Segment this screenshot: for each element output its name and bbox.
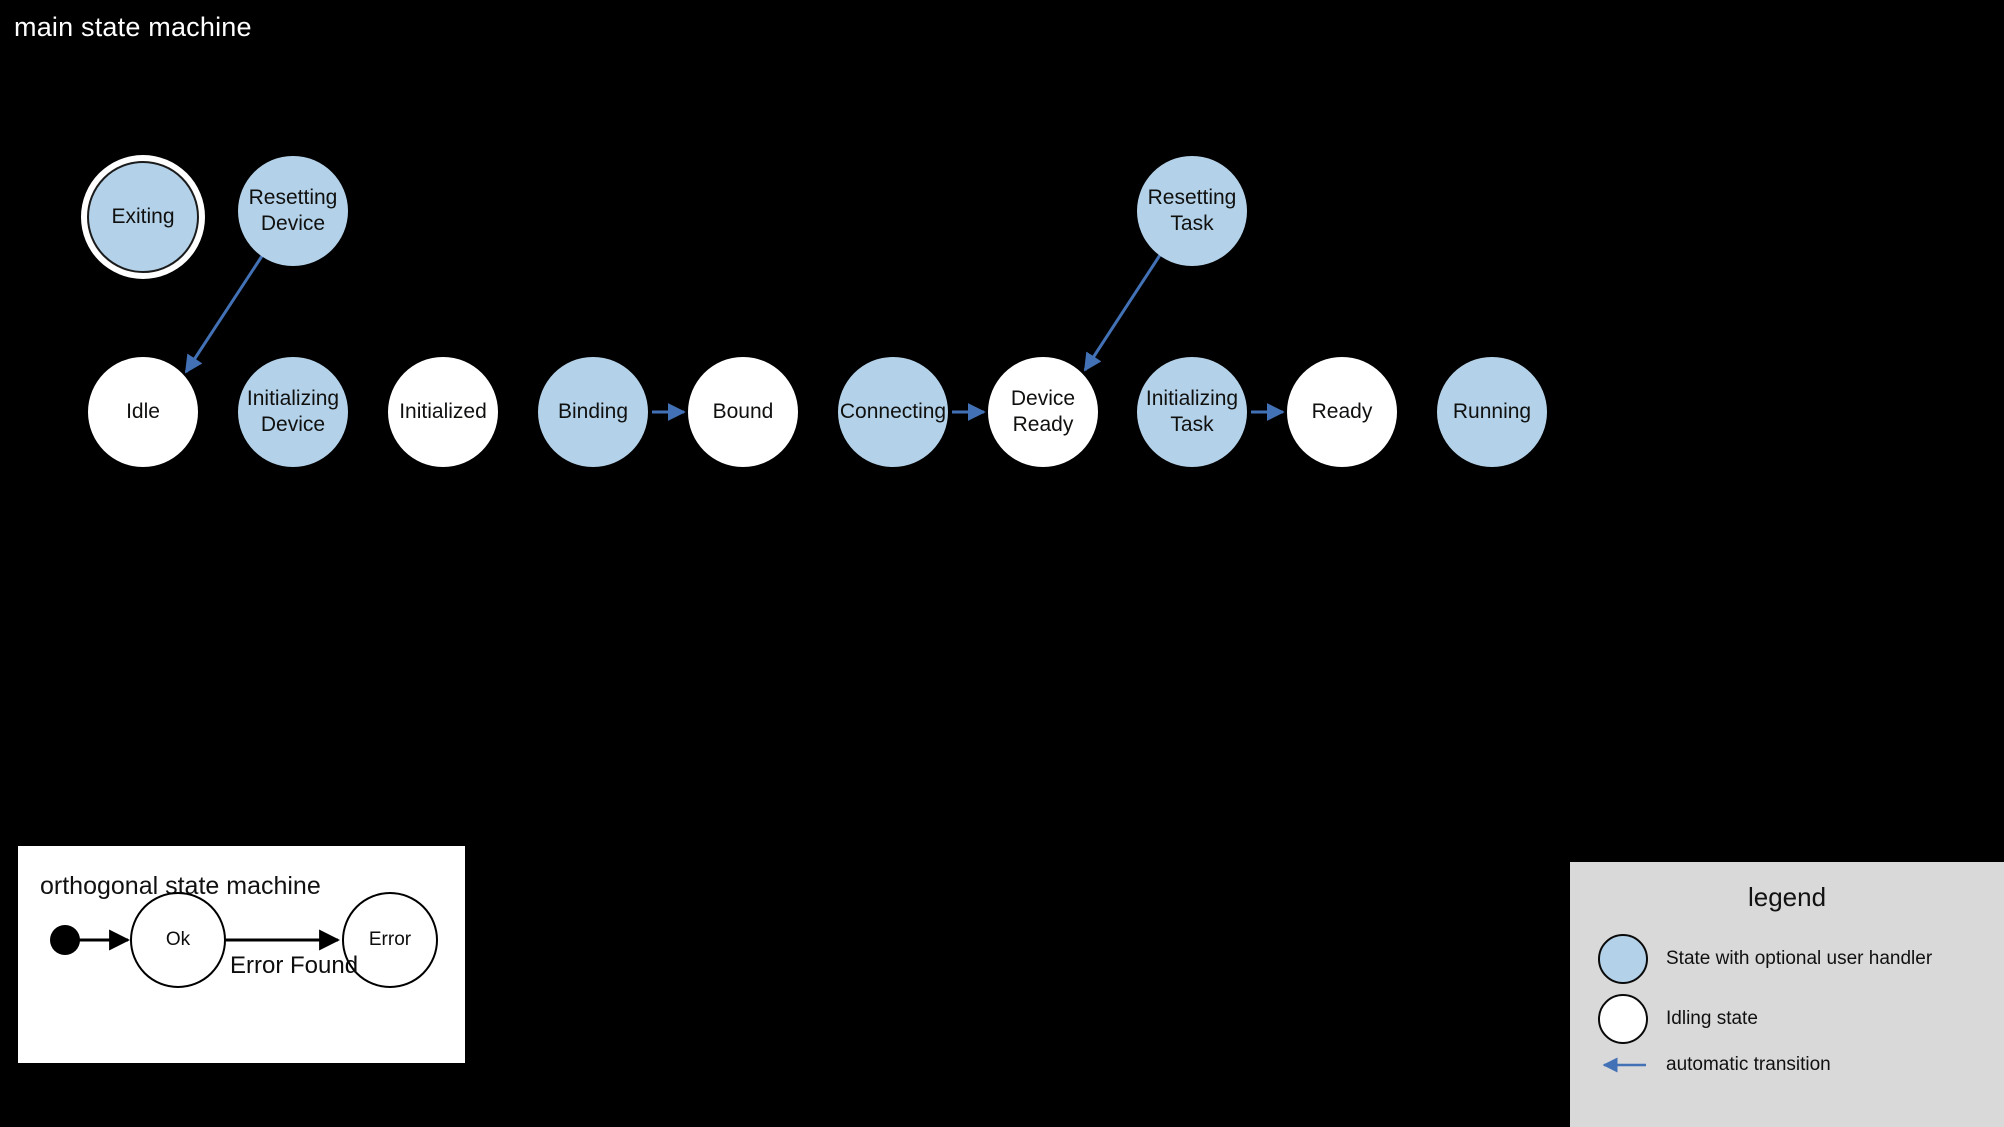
state-node-exiting-label: Exiting (111, 205, 175, 229)
orthogonal-state-machine-panel: orthogonal state machine Ok Error Error … (18, 846, 465, 1063)
state-node-exiting[interactable]: Exiting (87, 161, 199, 273)
edge-label-error-found: Error Found (230, 952, 359, 979)
state-node-resetting-task-label: Resetting Task (1147, 186, 1237, 235)
state-node-initializing-device[interactable]: Initializing Device (238, 357, 348, 467)
state-node-binding-label: Binding (557, 400, 629, 424)
state-node-idle-label: Idle (126, 400, 160, 424)
ortho-state-error-label: Error (368, 929, 412, 950)
state-node-device-ready-label: Device Ready (1010, 387, 1076, 436)
state-node-idle[interactable]: Idle (88, 357, 198, 467)
handler-state-swatch-icon (1598, 934, 1648, 984)
ortho-state-ok[interactable]: Ok (130, 892, 226, 988)
main-machine-transitions (184, 254, 1285, 421)
legend-item-idling-state-label: Idling state (1666, 1008, 1758, 1029)
state-node-resetting-device[interactable]: Resetting Device (238, 156, 348, 266)
legend-item-idling-state: Idling state (1598, 994, 1758, 1044)
ortho-state-ok-label: Ok (165, 929, 191, 950)
state-node-connecting-label: Connecting (839, 400, 947, 424)
legend-item-automatic-transition-label: automatic transition (1666, 1054, 1831, 1075)
legend-item-handler-state: State with optional user handler (1598, 934, 1932, 984)
state-node-ready[interactable]: Ready (1287, 357, 1397, 467)
state-node-initialized[interactable]: Initialized (388, 357, 498, 467)
state-node-bound-label: Bound (712, 400, 774, 424)
transition-resetting-device-to-idle (184, 255, 264, 374)
idling-state-swatch-icon (1598, 994, 1648, 1044)
left-arrow-icon (1602, 1057, 1646, 1073)
state-node-running-label: Running (1452, 400, 1532, 424)
state-node-binding[interactable]: Binding (538, 357, 648, 467)
state-node-bound[interactable]: Bound (688, 357, 798, 467)
legend-item-handler-state-label: State with optional user handler (1666, 948, 1933, 969)
state-node-resetting-device-label: Resetting Device (248, 186, 338, 235)
state-node-initialized-label: Initialized (399, 400, 487, 424)
transition-resetting-task-to-device-ready (1083, 254, 1162, 372)
state-node-connecting[interactable]: Connecting (838, 357, 948, 467)
state-node-device-ready[interactable]: Device Ready (988, 357, 1098, 467)
legend-panel: legend State with optional user handler … (1570, 862, 2004, 1127)
state-node-initializing-device-label: Initializing Device (246, 387, 340, 436)
ortho-state-error[interactable]: Error (342, 892, 438, 988)
initial-state-dot (50, 925, 80, 955)
legend-item-automatic-transition: automatic transition (1598, 1054, 1831, 1076)
state-node-ready-label: Ready (1311, 400, 1373, 424)
state-node-initializing-task-label: Initializing Task (1145, 387, 1239, 436)
state-node-running[interactable]: Running (1437, 357, 1547, 467)
diagram-title: main state machine (14, 12, 252, 42)
state-node-resetting-task[interactable]: Resetting Task (1137, 156, 1247, 266)
state-node-initializing-task[interactable]: Initializing Task (1137, 357, 1247, 467)
legend-title: legend (1747, 882, 1827, 912)
